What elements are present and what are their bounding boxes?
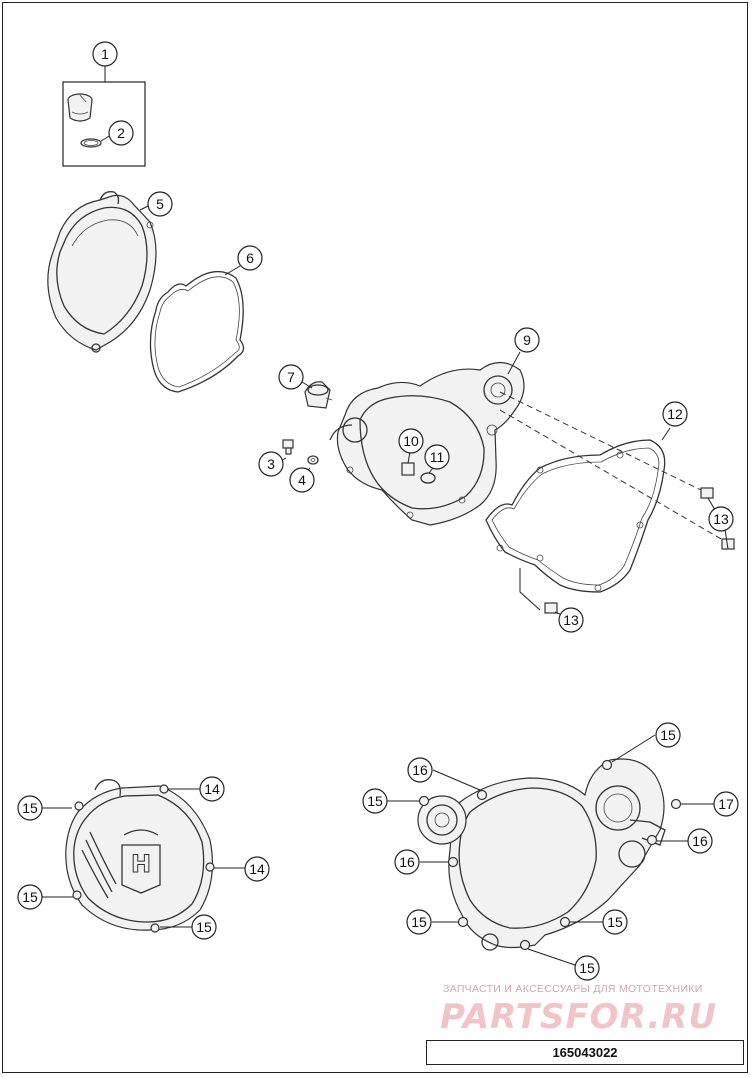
callout-15d: 15: [655, 722, 681, 748]
svg-text:7: 7: [287, 369, 295, 385]
inner-clutch-cover: [329, 361, 525, 526]
svg-text:15: 15: [607, 914, 623, 930]
callout-17: 17: [713, 791, 739, 817]
callout-13a: 13: [708, 506, 734, 532]
callout-5: 5: [147, 191, 173, 217]
watermark-brand: PARTSFOR.RU: [440, 997, 718, 1037]
callout-12: 12: [662, 401, 688, 427]
assembled-inner-cover: [417, 758, 682, 951]
logo-letter: H: [131, 850, 151, 878]
svg-text:16: 16: [412, 762, 428, 778]
svg-text:15: 15: [411, 914, 427, 930]
dowel-pin-3: [544, 602, 558, 614]
inner-cover-gasket: [485, 439, 666, 593]
outer-cover-gasket: [149, 270, 245, 393]
svg-text:16: 16: [692, 833, 708, 849]
dowel-pin-1: [700, 487, 714, 499]
svg-text:15: 15: [22, 800, 38, 816]
callout-14b: 14: [244, 856, 270, 882]
callout-16c: 16: [394, 849, 420, 875]
callout-6: 6: [237, 245, 263, 271]
assembled-outer-cover: H: [65, 779, 215, 933]
filler-plug: [67, 93, 93, 122]
part-filler-plug-group: [62, 66, 146, 167]
outer-clutch-cover: [47, 191, 157, 353]
callout-15e: 15: [362, 788, 388, 814]
callout-11: 11: [424, 444, 450, 470]
svg-text:15: 15: [367, 793, 383, 809]
svg-text:12: 12: [667, 406, 683, 422]
svg-text:15: 15: [660, 727, 676, 743]
svg-text:10: 10: [403, 433, 419, 449]
svg-text:1: 1: [101, 46, 109, 62]
callout-13b: 13: [558, 607, 584, 633]
diagram-code-box: 165043022: [426, 1040, 744, 1065]
diagram-code: 165043022: [552, 1045, 618, 1060]
svg-text:5: 5: [156, 196, 164, 212]
inspection-ring: [420, 472, 436, 484]
callout-15f: 15: [406, 909, 432, 935]
callout-10: 10: [398, 428, 424, 454]
sealing-washer: [307, 455, 319, 465]
callout-4: 4: [289, 467, 315, 493]
callout-15a: 15: [17, 795, 43, 821]
watermark-tagline: ЗАПЧАСТИ И АКСЕССУАРЫ ДЛЯ МОТОТЕХНИКИ: [443, 983, 703, 995]
group-box-1: [62, 81, 146, 167]
callout-14a: 14: [199, 776, 225, 802]
svg-text:13: 13: [713, 511, 729, 527]
svg-text:13: 13: [563, 612, 579, 628]
svg-text:11: 11: [430, 449, 445, 465]
alignment-line-1: [499, 391, 706, 493]
svg-text:15: 15: [196, 919, 212, 935]
callout-16b: 16: [687, 828, 713, 854]
svg-text:9: 9: [523, 332, 531, 348]
svg-text:17: 17: [718, 796, 734, 812]
o-ring-small: [80, 138, 102, 148]
svg-text:14: 14: [249, 861, 265, 877]
alignment-line-2: [499, 409, 729, 544]
svg-text:3: 3: [267, 456, 275, 472]
oil-cap: [304, 381, 333, 409]
svg-text:16: 16: [399, 854, 415, 870]
svg-text:14: 14: [204, 781, 220, 797]
oil-screen-plug: [401, 462, 415, 476]
callout-1: 1: [92, 41, 118, 67]
husqvarna-logo: H: [121, 829, 161, 894]
callout-15h: 15: [574, 955, 600, 981]
callout-16a: 16: [407, 757, 433, 783]
callout-2: 2: [108, 120, 134, 146]
svg-text:2: 2: [117, 125, 125, 141]
callout-9: 9: [514, 327, 540, 353]
svg-text:4: 4: [298, 472, 306, 488]
callout-15c: 15: [191, 914, 217, 940]
callout-15g: 15: [602, 909, 628, 935]
callout-3: 3: [258, 451, 284, 477]
callout-7: 7: [278, 364, 304, 390]
callout-15b: 15: [17, 884, 43, 910]
svg-text:6: 6: [246, 250, 254, 266]
svg-text:15: 15: [579, 960, 595, 976]
drain-screw: [282, 439, 294, 455]
svg-text:15: 15: [22, 889, 38, 905]
